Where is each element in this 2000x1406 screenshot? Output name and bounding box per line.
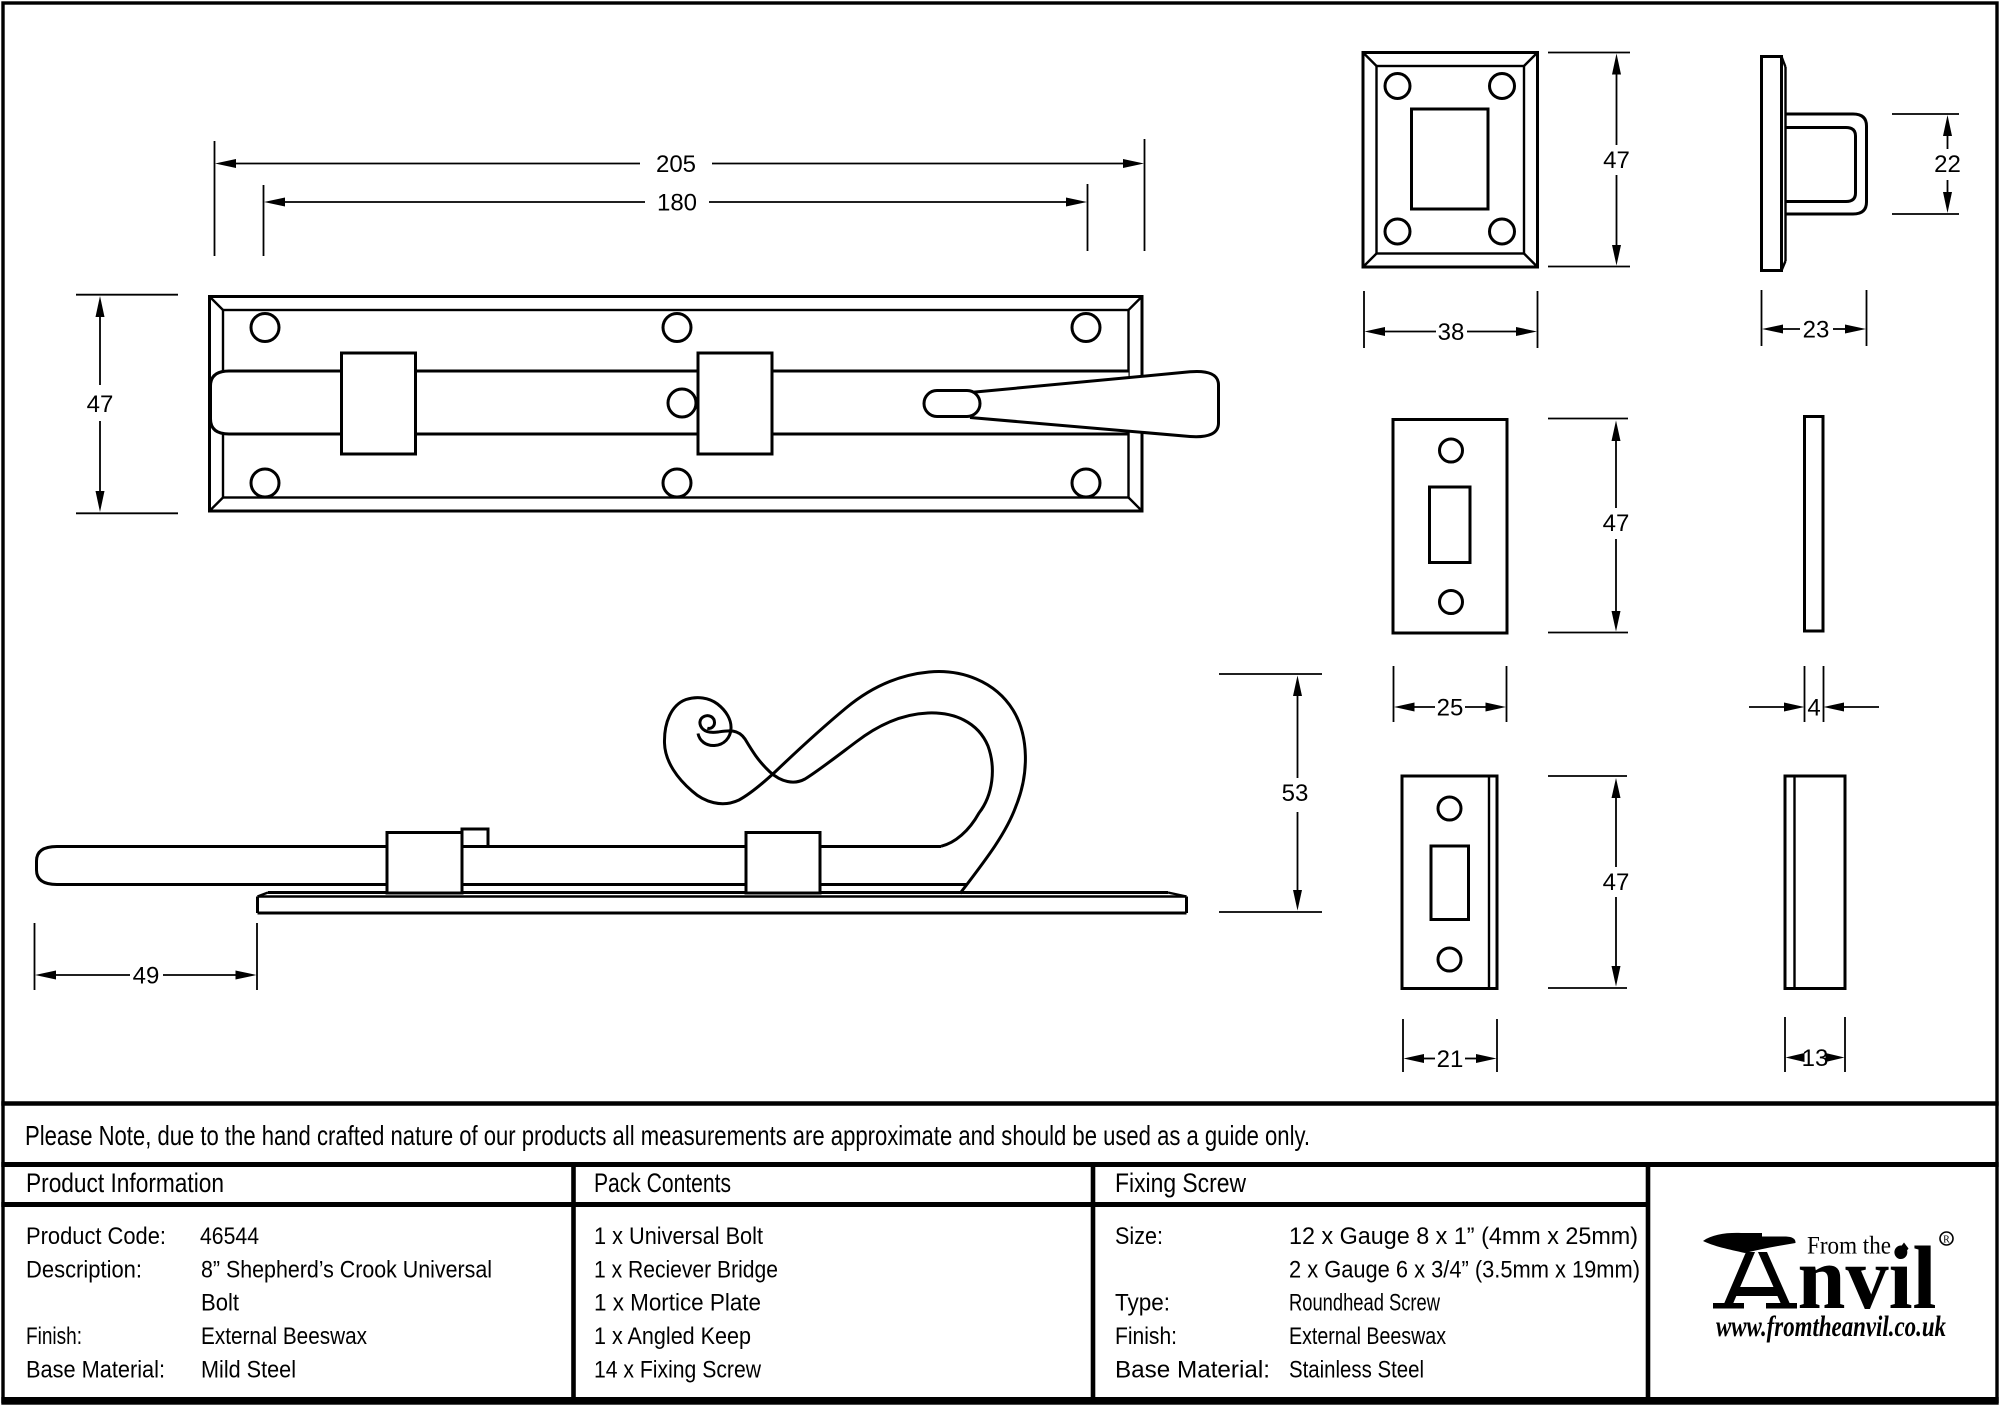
svg-text:1 x Mortice Plate: 1 x Mortice Plate xyxy=(594,1290,761,1317)
svg-text:Size:: Size: xyxy=(1115,1223,1163,1250)
svg-text:Finish:: Finish: xyxy=(1115,1323,1177,1350)
svg-text:1 x Universal Bolt: 1 x Universal Bolt xyxy=(594,1223,763,1250)
svg-text:R: R xyxy=(1943,1235,1950,1246)
svg-text:Type:: Type: xyxy=(1115,1290,1170,1317)
svg-text:38: 38 xyxy=(1438,319,1465,346)
svg-text:47: 47 xyxy=(87,391,114,418)
svg-text:22: 22 xyxy=(1934,151,1961,178)
svg-text:14 x Fixing Screw: 14 x Fixing Screw xyxy=(594,1357,762,1384)
svg-text:21: 21 xyxy=(1437,1046,1464,1073)
svg-text:12 x Gauge 8 x 1” (4mm x 25mm): 12 x Gauge 8 x 1” (4mm x 25mm) xyxy=(1289,1223,1638,1250)
svg-text:180: 180 xyxy=(657,190,697,217)
svg-text:Mild Steel: Mild Steel xyxy=(201,1357,296,1384)
svg-text:23: 23 xyxy=(1803,317,1830,344)
svg-text:53: 53 xyxy=(1282,780,1309,807)
svg-text:Description:: Description: xyxy=(26,1257,142,1284)
svg-text:46544: 46544 xyxy=(200,1223,259,1250)
svg-text:47: 47 xyxy=(1603,147,1630,174)
svg-text:Product Code:: Product Code: xyxy=(26,1223,166,1250)
svg-text:Finish:: Finish: xyxy=(26,1323,82,1350)
svg-text:25: 25 xyxy=(1437,695,1464,722)
svg-text:Fixing Screw: Fixing Screw xyxy=(1115,1168,1246,1198)
svg-text:Stainless Steel: Stainless Steel xyxy=(1289,1357,1424,1384)
svg-text:External Beeswax: External Beeswax xyxy=(201,1323,367,1350)
svg-text:www.fromtheanvil.co.uk: www.fromtheanvil.co.uk xyxy=(1716,1310,1946,1343)
svg-text:205: 205 xyxy=(656,151,696,178)
svg-text:External Beeswax: External Beeswax xyxy=(1289,1323,1446,1350)
svg-text:47: 47 xyxy=(1603,869,1630,896)
svg-text:49: 49 xyxy=(133,963,160,990)
svg-text:Bolt: Bolt xyxy=(201,1290,239,1317)
svg-text:13: 13 xyxy=(1802,1045,1829,1072)
svg-text:Pack Contents: Pack Contents xyxy=(594,1168,731,1198)
svg-text:1 x Angled Keep: 1 x Angled Keep xyxy=(594,1323,751,1350)
svg-text:47: 47 xyxy=(1603,510,1630,537)
svg-text:Base Material:: Base Material: xyxy=(1115,1357,1270,1384)
svg-text:2 x Gauge 6 x 3/4” (3.5mm x 19: 2 x Gauge 6 x 3/4” (3.5mm x 19mm) xyxy=(1289,1257,1640,1284)
svg-text:Base Material:: Base Material: xyxy=(26,1357,165,1384)
svg-text:nvil: nvil xyxy=(1798,1229,1937,1328)
svg-text:Product Information: Product Information xyxy=(26,1168,224,1198)
svg-text:4: 4 xyxy=(1807,695,1820,722)
svg-text:1 x Reciever Bridge: 1 x Reciever Bridge xyxy=(594,1257,778,1284)
svg-text:8” Shepherd’s Crook Universal: 8” Shepherd’s Crook Universal xyxy=(201,1257,492,1284)
svg-text:From the: From the xyxy=(1807,1233,1891,1260)
svg-text:Roundhead Screw: Roundhead Screw xyxy=(1289,1290,1441,1317)
svg-text:Please Note, due to the hand c: Please Note, due to the hand crafted nat… xyxy=(25,1120,1310,1151)
